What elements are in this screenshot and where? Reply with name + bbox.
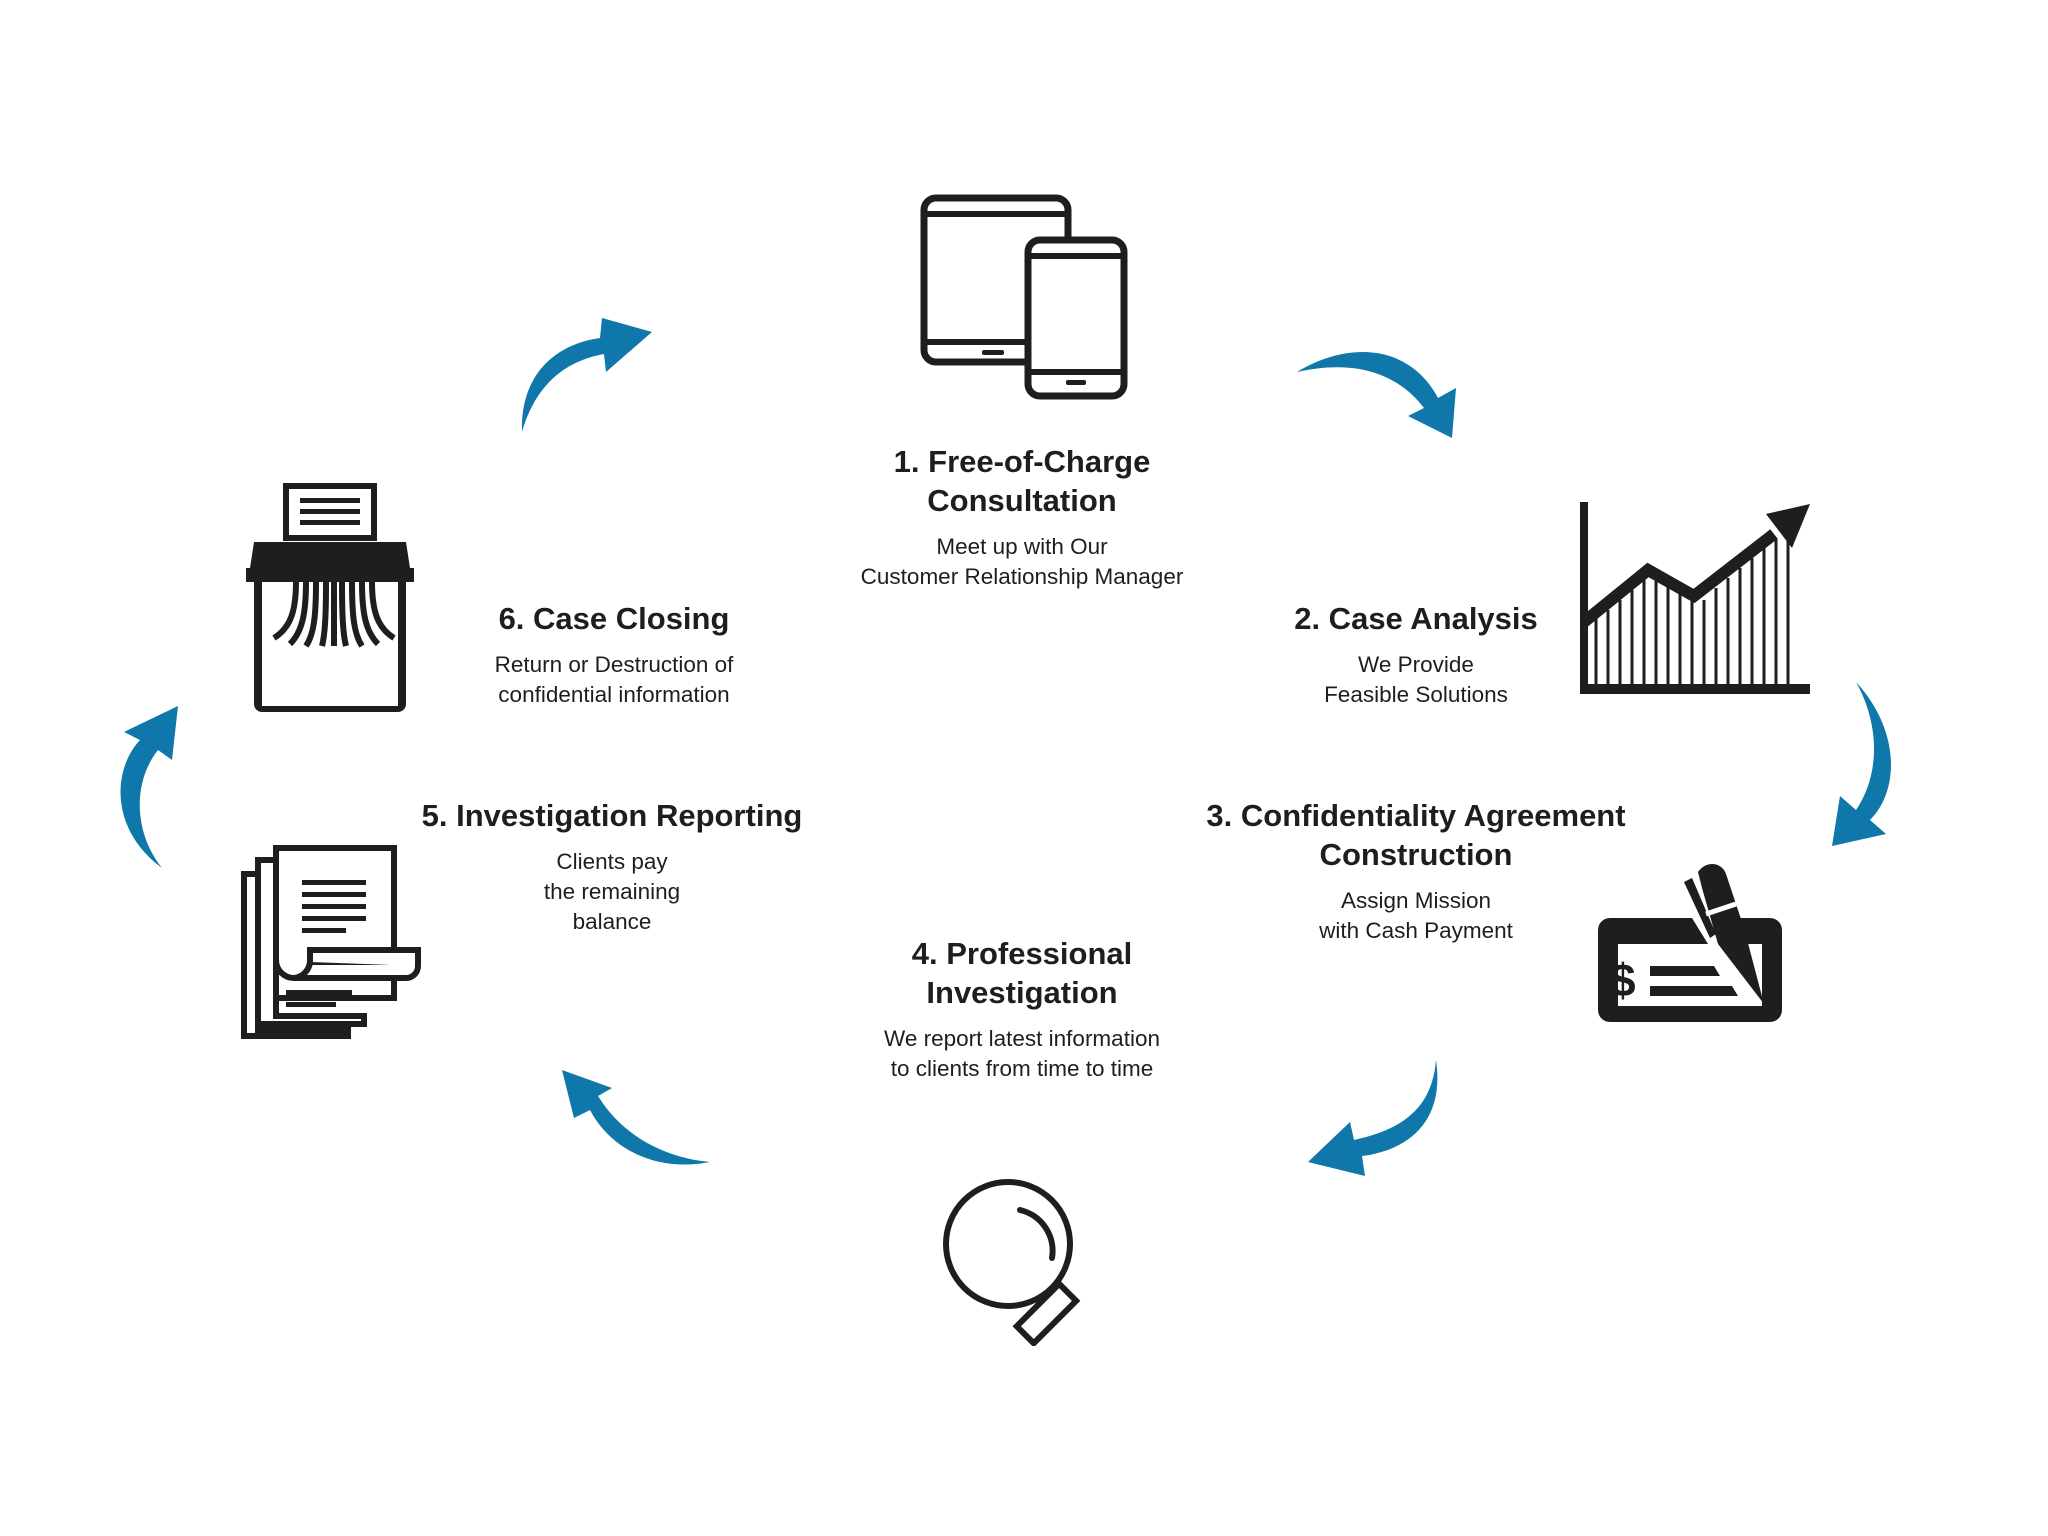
step-6: 6. Case Closing Return or Destruction of… <box>495 599 734 710</box>
step-6-description: Return or Destruction of confidential in… <box>495 650 734 710</box>
step-4: 4. Professional Investigation We report … <box>884 934 1160 1084</box>
step-5-title-line: 5. Investigation Reporting <box>421 798 803 833</box>
step-5-description: Clients pay the remaining balance <box>422 847 803 937</box>
documents-icon <box>241 845 421 1039</box>
step-6-title-line: 6. Case Closing <box>498 601 730 636</box>
step-2-desc-line: We Provide <box>1358 652 1474 677</box>
step-4-desc-line: We report latest information <box>884 1026 1160 1051</box>
step-2-title-line: 2. Case Analysis <box>1294 601 1538 636</box>
magnifier-icon <box>943 1179 1081 1346</box>
step-1-title: 1. Free-of-Charge Consultation <box>861 442 1184 520</box>
step-1-title-line: Consultation <box>927 483 1117 518</box>
step-6-desc-line: Return or Destruction of <box>494 652 734 677</box>
step-1-description: Meet up with Our Customer Relationship M… <box>861 532 1184 592</box>
step-1: 1. Free-of-Charge Consultation Meet up w… <box>861 442 1184 592</box>
curved-arrow-icon-5-to-6 <box>120 706 178 868</box>
tablet-phone-icon <box>920 194 1128 400</box>
step-3-title-line: 3. Confidentiality Agreement <box>1206 798 1626 833</box>
step-1-desc-line: Meet up with Our <box>936 534 1108 559</box>
step-2-title: 2. Case Analysis <box>1294 599 1538 638</box>
step-2-desc-line: Feasible Solutions <box>1324 682 1508 707</box>
step-4-desc-line: to clients from time to time <box>890 1056 1154 1081</box>
curved-arrow-icon-1-to-2 <box>1297 352 1456 438</box>
step-4-description: We report latest information to clients … <box>884 1024 1160 1084</box>
step-4-title: 4. Professional Investigation <box>884 934 1160 1012</box>
svg-text:$: $ <box>1610 954 1636 1006</box>
step-3-title: 3. Confidentiality Agreement Constructio… <box>1206 796 1625 874</box>
curved-arrow-icon-3-to-4 <box>1308 1060 1438 1176</box>
step-6-title: 6. Case Closing <box>495 599 734 638</box>
step-3-description: Assign Mission with Cash Payment <box>1206 886 1625 946</box>
curved-arrow-icon-4-to-5 <box>562 1070 710 1165</box>
step-3: 3. Confidentiality Agreement Constructio… <box>1206 796 1625 946</box>
step-4-title-line: Investigation <box>926 975 1118 1010</box>
step-6-desc-line: confidential information <box>498 682 730 707</box>
step-2-description: We Provide Feasible Solutions <box>1294 650 1538 710</box>
curved-arrow-icon-6-to-1 <box>521 318 652 432</box>
step-2: 2. Case Analysis We Provide Feasible Sol… <box>1294 599 1538 710</box>
step-5-desc-line: balance <box>572 909 652 934</box>
step-1-desc-line: Customer Relationship Manager <box>860 564 1184 589</box>
step-5-title: 5. Investigation Reporting <box>422 796 803 835</box>
step-5: 5. Investigation Reporting Clients pay t… <box>422 796 803 937</box>
step-1-title-line: 1. Free-of-Charge <box>893 444 1151 479</box>
step-5-desc-line: Clients pay <box>556 849 668 874</box>
step-3-desc-line: with Cash Payment <box>1319 918 1513 943</box>
step-5-desc-line: the remaining <box>543 879 681 904</box>
curved-arrow-icon-2-to-3 <box>1832 682 1891 846</box>
shredder-icon <box>246 483 414 712</box>
growth-chart-icon <box>1580 502 1810 694</box>
check-pen-icon: $ <box>1598 863 1782 1022</box>
step-4-title-line: 4. Professional <box>911 936 1133 971</box>
step-3-desc-line: Assign Mission <box>1340 888 1492 913</box>
step-3-title-line: Construction <box>1319 837 1513 872</box>
